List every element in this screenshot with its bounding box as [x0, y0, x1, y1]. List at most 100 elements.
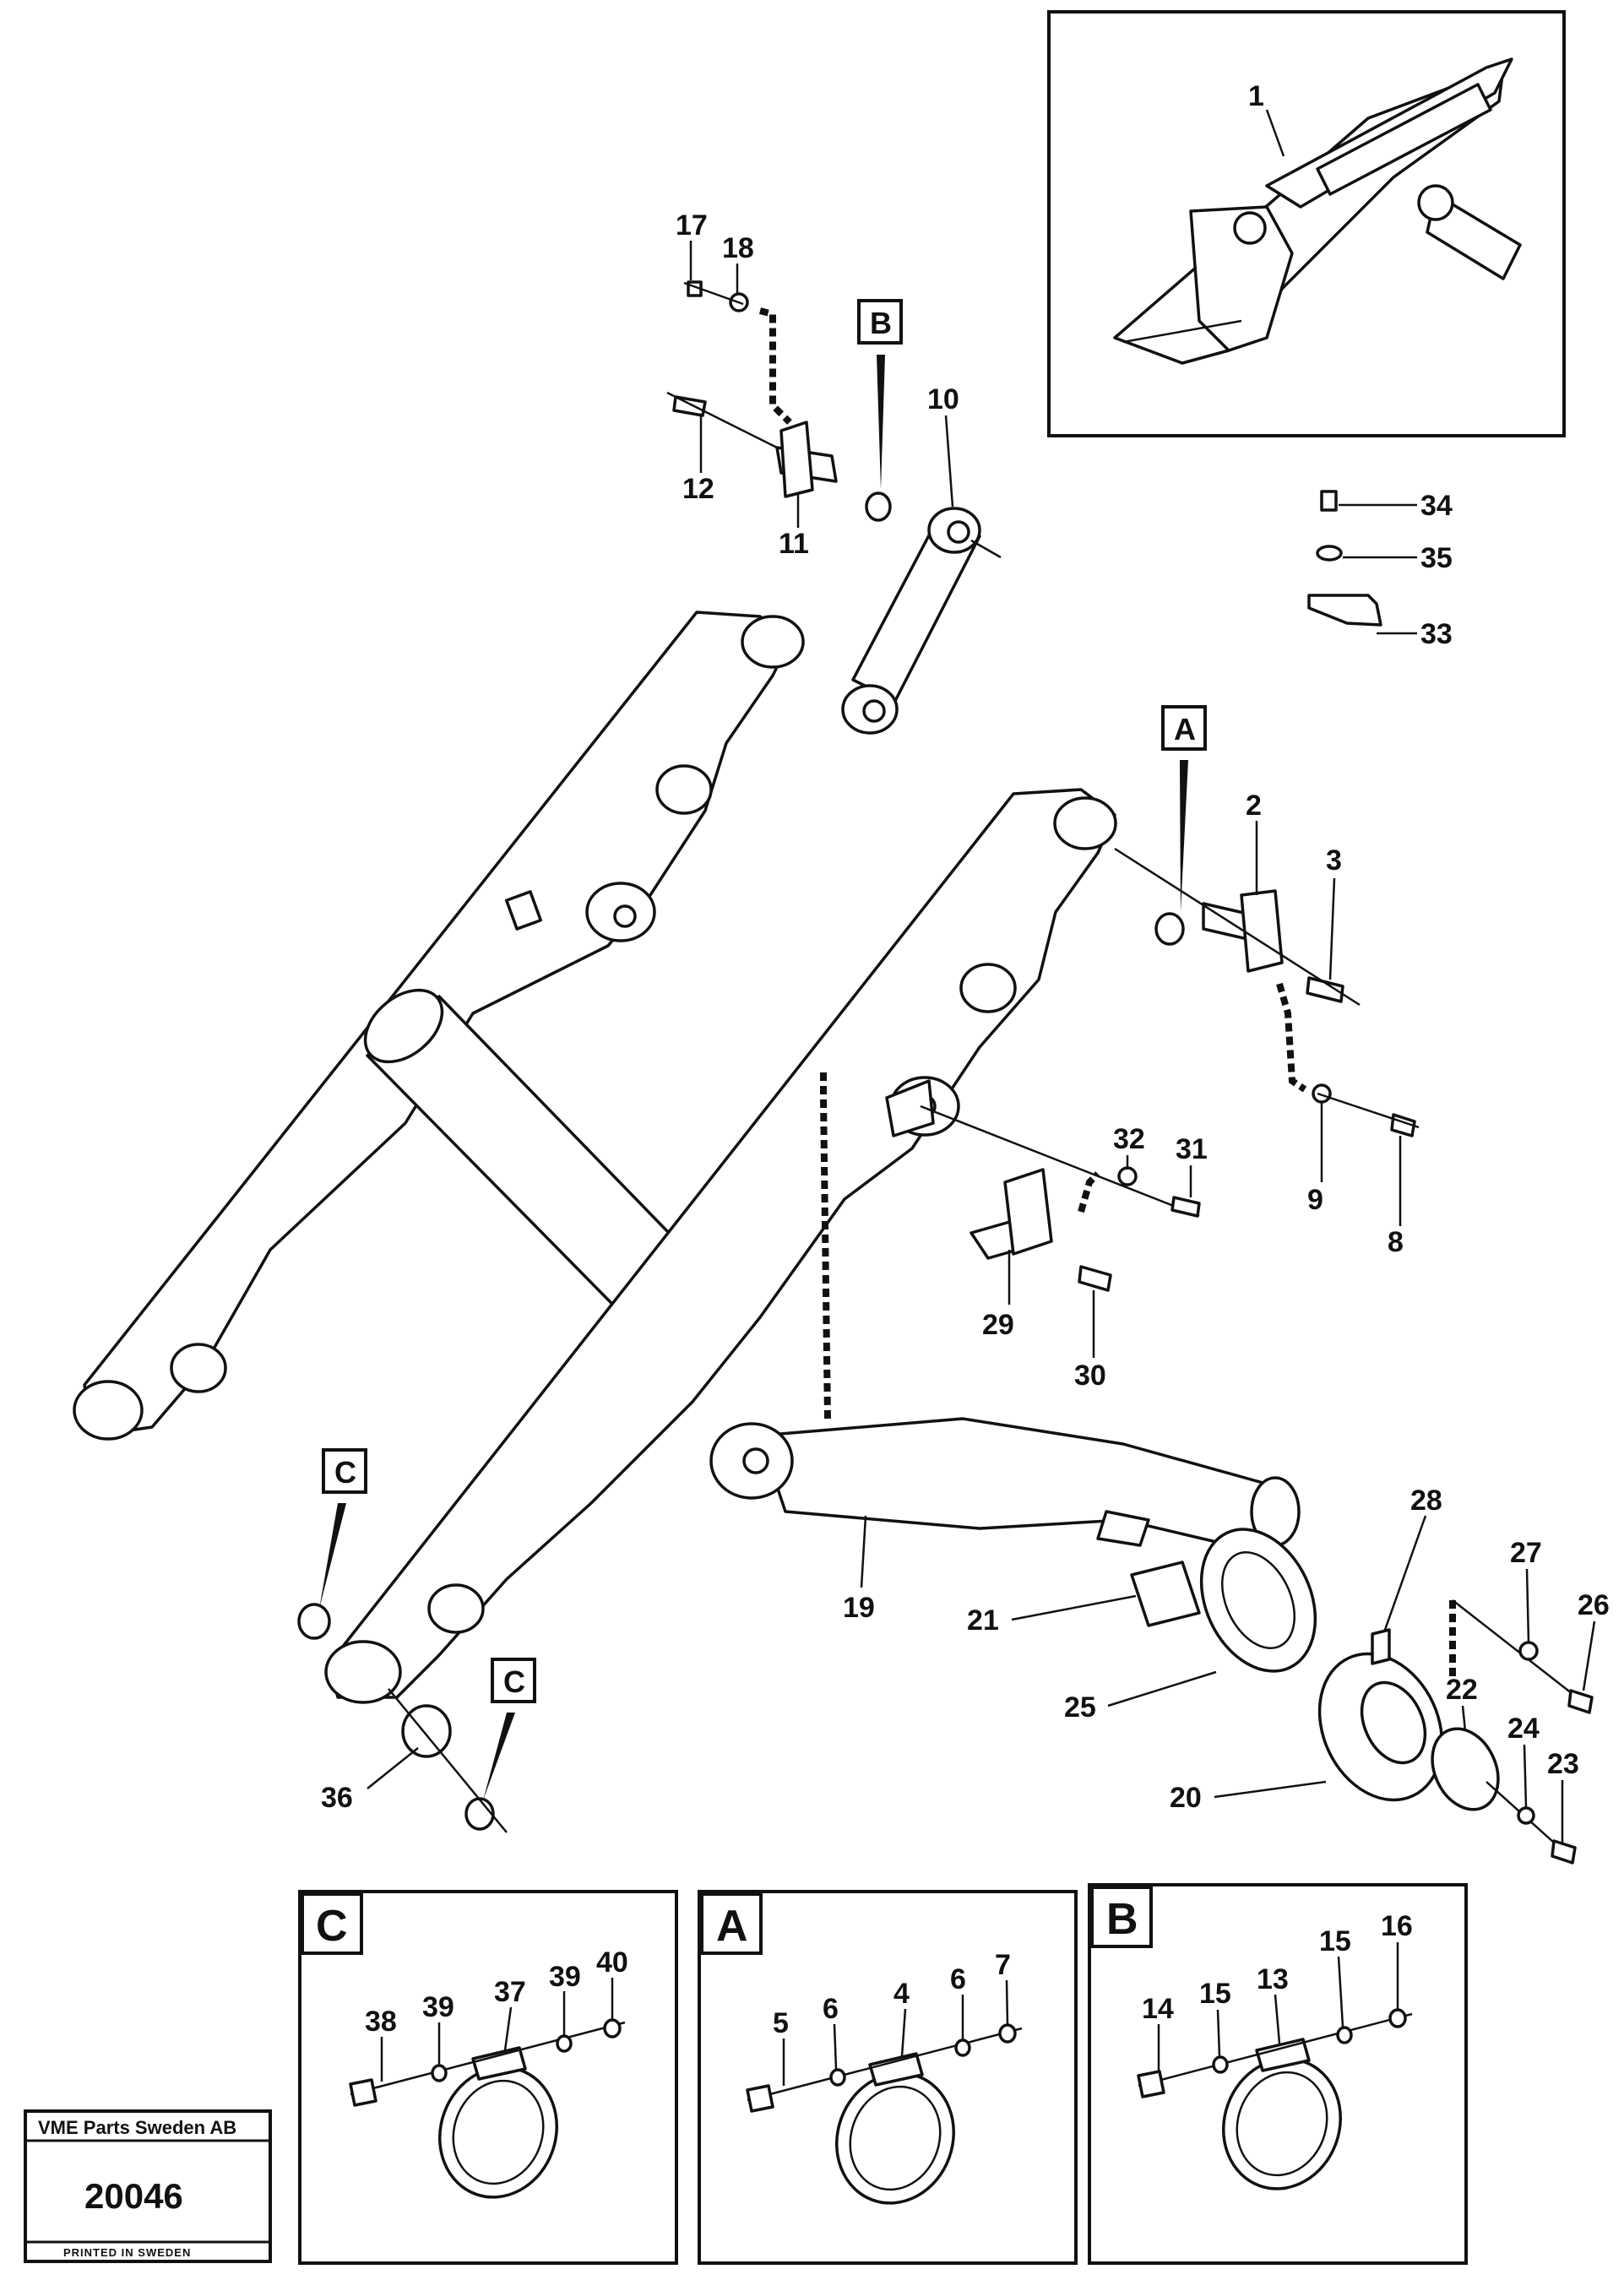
- callout-15a: 15: [1199, 1978, 1231, 2010]
- callout-35: 35: [1420, 542, 1453, 574]
- callout-10: 10: [927, 383, 959, 415]
- callouts: 17 18 12 11 10 2 3 9 8 32 31 29 30 19 21…: [321, 209, 1610, 1843]
- callout-18: 18: [722, 232, 754, 264]
- retaining-ring-b: [865, 491, 892, 522]
- callout-40: 40: [596, 1946, 628, 1979]
- overview-inset: 1: [1047, 10, 1566, 437]
- washer-9: [1312, 1083, 1332, 1104]
- wear-plate-assembly: [1307, 490, 1382, 627]
- callout-8: 8: [1388, 1226, 1404, 1258]
- marker-c-left-letter: C: [334, 1455, 356, 1490]
- callout-17: 17: [676, 209, 708, 242]
- callout-23: 23: [1547, 1748, 1579, 1780]
- detail-a-letter: A: [716, 1902, 748, 1951]
- bushing-36: [401, 1704, 452, 1758]
- washer-27: [1518, 1641, 1539, 1661]
- callout-26: 26: [1578, 1589, 1610, 1621]
- callout-16: 16: [1381, 1910, 1413, 1942]
- bushing-21: [1130, 1561, 1201, 1627]
- link-rod: [841, 507, 1002, 735]
- callout-5: 5: [773, 2007, 789, 2039]
- bolt-23: [1551, 1839, 1577, 1865]
- callout-24: 24: [1507, 1713, 1540, 1745]
- bolt-30: [1078, 1265, 1112, 1292]
- callout-25: 25: [1064, 1691, 1096, 1724]
- callout-11: 11: [779, 528, 809, 560]
- callout-15b: 15: [1319, 1925, 1351, 1957]
- bolt-12: [672, 395, 707, 417]
- callout-38: 38: [365, 2006, 397, 2038]
- retaining-ring-c-left: [297, 1603, 331, 1640]
- detail-c-letter: C: [316, 1902, 348, 1951]
- washer-35: [1316, 545, 1343, 562]
- callout-30: 30: [1074, 1360, 1106, 1392]
- callout-31: 31: [1176, 1133, 1208, 1165]
- stamp-company: VME Parts Sweden AB: [38, 2117, 236, 2138]
- callout-28: 28: [1410, 1485, 1442, 1517]
- retaining-ring-c-lower: [464, 1797, 495, 1831]
- callout-27: 27: [1510, 1537, 1542, 1569]
- washer-32: [1117, 1166, 1138, 1186]
- washer-24: [1517, 1806, 1535, 1825]
- screw-34: [1320, 490, 1338, 512]
- marker-b-letter: B: [870, 306, 892, 340]
- callout-6b: 6: [950, 1963, 966, 1995]
- callout-37: 37: [494, 1976, 526, 2008]
- callout-14: 14: [1142, 1993, 1174, 2025]
- callout-39a: 39: [422, 1991, 454, 2023]
- stamp-printed-in: PRINTED IN SWEDEN: [63, 2246, 191, 2259]
- detail-box-c: C 38 39 37 39 40: [298, 1890, 678, 2265]
- callout-19: 19: [843, 1592, 875, 1624]
- callout-4: 4: [893, 1978, 910, 2010]
- lower-left-pin-parts: [297, 1603, 508, 1833]
- marker-a: A: [1161, 705, 1207, 912]
- callout-3: 3: [1326, 844, 1342, 877]
- callout-33: 33: [1420, 618, 1453, 650]
- detail-markers: B A C C: [319, 299, 1207, 1800]
- detail-box-b: B 14 15 13 15 16: [1088, 1883, 1468, 2265]
- bolt-3: [1306, 976, 1344, 1003]
- pin-assembly-a: [1114, 847, 1420, 1137]
- overview-loader-drawing: [1113, 57, 1522, 365]
- callout-9: 9: [1307, 1184, 1323, 1216]
- marker-b: B: [857, 299, 903, 490]
- pin-assembly-b: [666, 280, 892, 522]
- cylinder-body: [758, 1417, 1294, 1555]
- callout-12: 12: [682, 473, 714, 505]
- nipple-28: [1371, 1628, 1391, 1665]
- callout-7: 7: [995, 1949, 1011, 1981]
- callout-1: 1: [1248, 80, 1264, 112]
- callout-22: 22: [1446, 1674, 1478, 1706]
- marker-a-letter: A: [1174, 712, 1196, 746]
- retaining-ring-a: [1154, 912, 1185, 946]
- marker-c-lower-letter: C: [503, 1664, 525, 1699]
- lift-arm-frame: [73, 611, 1117, 1704]
- callout-29: 29: [982, 1309, 1014, 1341]
- callout-20: 20: [1170, 1782, 1202, 1814]
- detail-box-a: A 5 6 4 6 7: [698, 1890, 1078, 2265]
- callout-21: 21: [967, 1604, 999, 1637]
- callout-39b: 39: [549, 1961, 581, 1993]
- title-stamp: VME Parts Sweden AB 20046 PRINTED IN SWE…: [24, 2109, 272, 2263]
- gasket-25: [1199, 1528, 1317, 1673]
- detail-b-letter: B: [1106, 1895, 1138, 1944]
- callout-2: 2: [1246, 790, 1262, 822]
- cylinder-end-assembly: [1130, 1528, 1594, 1865]
- stamp-part-number: 20046: [84, 2176, 183, 2216]
- marker-c-lower: C: [483, 1658, 536, 1800]
- callout-13: 13: [1257, 1963, 1289, 1995]
- callout-6a: 6: [823, 1993, 839, 2025]
- bolt-31: [1170, 1196, 1201, 1218]
- pin-assembly-cylinder: [820, 1072, 1201, 1420]
- bolt-26: [1567, 1689, 1594, 1714]
- arm-pivot-boss: [741, 615, 805, 669]
- callout-32: 32: [1113, 1123, 1145, 1155]
- plate-33: [1307, 594, 1382, 627]
- lift-cylinder: [709, 1417, 1301, 1555]
- callout-36: 36: [321, 1782, 353, 1814]
- marker-c-left: C: [319, 1448, 367, 1609]
- cover-22: [1431, 1727, 1500, 1811]
- callout-34: 34: [1420, 490, 1453, 522]
